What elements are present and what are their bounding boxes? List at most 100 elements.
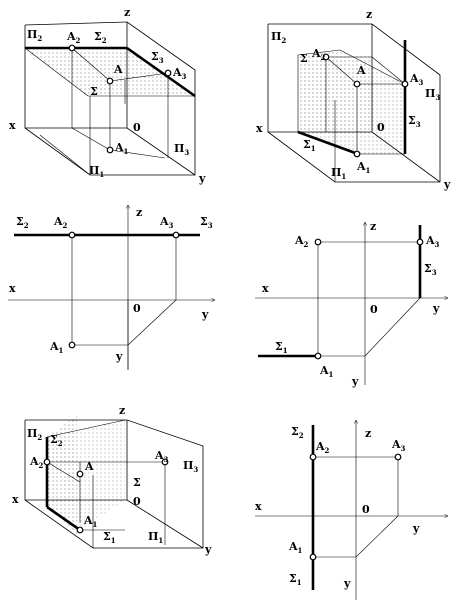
sigma3-trace (126, 46, 196, 98)
box-edges (24, 21, 196, 176)
sigma3-label: Σ3 (151, 50, 164, 65)
panel-2-frontal-plane-3d: z x y 0 Π2 Π1 Π3 Σ A2 A A3 Σ3 Σ1 A1 (256, 8, 451, 191)
plane-edge (46, 419, 126, 438)
pi2-label: Π2 (271, 30, 286, 45)
point-a1 (314, 352, 322, 360)
origin-label: 0 (133, 495, 141, 508)
sigma-plane-fill-side (298, 50, 405, 154)
projector-line (71, 47, 111, 82)
point-a3 (164, 69, 172, 77)
a2-label: A2 (29, 455, 44, 470)
sigma2-label: Σ2 (16, 215, 29, 230)
projector-line (364, 297, 421, 357)
point-a2 (314, 238, 322, 246)
sigma2-label: Σ2 (94, 30, 107, 45)
panel-3-horizontal-plane-epure: z x y y 0 Σ2 A2 A3 Σ3 A1 (8, 205, 215, 370)
a1-label: A1 (319, 364, 334, 379)
box-edge (24, 21, 128, 26)
point-a2 (68, 44, 76, 52)
a3-label: A3 (159, 215, 174, 230)
pi1-label: Π1 (89, 164, 104, 179)
sigma2-label: Σ2 (291, 425, 304, 440)
sigma-plane-fill (25, 48, 195, 96)
a2-label: A2 (53, 215, 68, 230)
pi3-label: Π3 (174, 142, 189, 157)
panel-4-frontal-plane-epure: z x y y 0 A2 A3 Σ3 Σ1 A1 (255, 220, 448, 388)
plane-edge (297, 49, 341, 56)
panel-5-profile-plane-3d: z x y 0 Π2 Σ2 A2 A A3 Π3 Σ A1 Σ1 Π1 (12, 404, 212, 556)
y-axis-label: y (432, 302, 440, 315)
a1-label: A1 (49, 340, 64, 355)
projector-line (71, 127, 111, 151)
y-axis-label: y (443, 178, 451, 191)
sigma1-label: Σ1 (289, 572, 302, 587)
panel-1-horizontal-plane-3d: z x y 0 Π2 Π1 Π3 A2 Σ2 Σ3 A3 A Σ A1 (9, 6, 206, 185)
point-a3 (401, 80, 409, 88)
pi2-label: Π2 (27, 427, 42, 442)
sigma-label: Σ (133, 476, 141, 489)
sigma3-label: Σ3 (408, 114, 421, 129)
y-axis-label-lower: y (343, 577, 351, 590)
point-a (353, 80, 361, 88)
y-axis-line (126, 127, 196, 176)
a3-label: A3 (425, 234, 440, 249)
a2-label: A2 (66, 30, 81, 45)
z-axis-label: z (119, 404, 125, 417)
sigma3-label: Σ3 (200, 215, 213, 230)
a3-label: A3 (391, 438, 406, 453)
a2-label: A2 (311, 47, 326, 62)
pi1-label: Π1 (148, 530, 163, 545)
sigma1-label: Σ1 (103, 530, 116, 545)
origin-label: 0 (133, 121, 141, 134)
point-a2 (322, 53, 330, 61)
point-a (106, 77, 114, 85)
plane-edge (24, 47, 89, 97)
point-a2 (43, 458, 51, 466)
point-a2 (68, 231, 76, 239)
a2-label: A2 (294, 234, 309, 249)
plane-edge (339, 49, 406, 85)
sigma1-label: Σ1 (303, 138, 316, 153)
y-axis-label: y (204, 543, 212, 556)
a3-label: A3 (154, 449, 169, 464)
point-a1 (76, 526, 84, 534)
origin-label: 0 (377, 121, 385, 134)
point-a3 (172, 231, 180, 239)
sigma-label: Σ (300, 52, 308, 65)
sigma1-trace (297, 130, 359, 156)
z-axis-label: z (370, 220, 376, 233)
pi2-label: Π2 (27, 28, 42, 43)
x-axis-label: x (255, 500, 262, 513)
y-axis-label: y (412, 522, 420, 535)
sigma-plane-fill-side (47, 420, 125, 530)
z-axis-label: z (366, 8, 372, 21)
x-axis-label: x (256, 122, 263, 135)
a-label: A (113, 63, 123, 76)
y-axis-label-lower: y (351, 375, 359, 388)
origin-label: 0 (133, 302, 141, 315)
sigma1-trace (46, 505, 81, 532)
projector-line (371, 56, 406, 85)
point-a3 (416, 238, 424, 246)
z-axis-label: z (124, 6, 130, 19)
x-axis-label: x (9, 282, 16, 295)
projector-line (109, 149, 166, 159)
z-axis-label: z (365, 427, 371, 440)
projector-line (355, 515, 399, 558)
panel-6-profile-plane-epure: z x y y 0 Σ2 A2 A3 A1 Σ1 (255, 420, 448, 600)
y-axis-line (371, 131, 441, 183)
a-label: A (84, 460, 94, 473)
point-a1 (106, 146, 114, 154)
pi3-label: Π3 (425, 87, 440, 102)
a1-label: A1 (288, 540, 303, 555)
projector-line (127, 299, 177, 346)
y-axis-label-lower: y (115, 350, 123, 363)
projector-line (325, 56, 358, 85)
a3-label: A3 (409, 72, 424, 87)
point-a3 (161, 458, 169, 466)
pi1-label: Π1 (331, 166, 346, 181)
point-a1 (353, 150, 361, 158)
a3-label: A3 (172, 66, 187, 81)
point-a3 (394, 453, 402, 461)
